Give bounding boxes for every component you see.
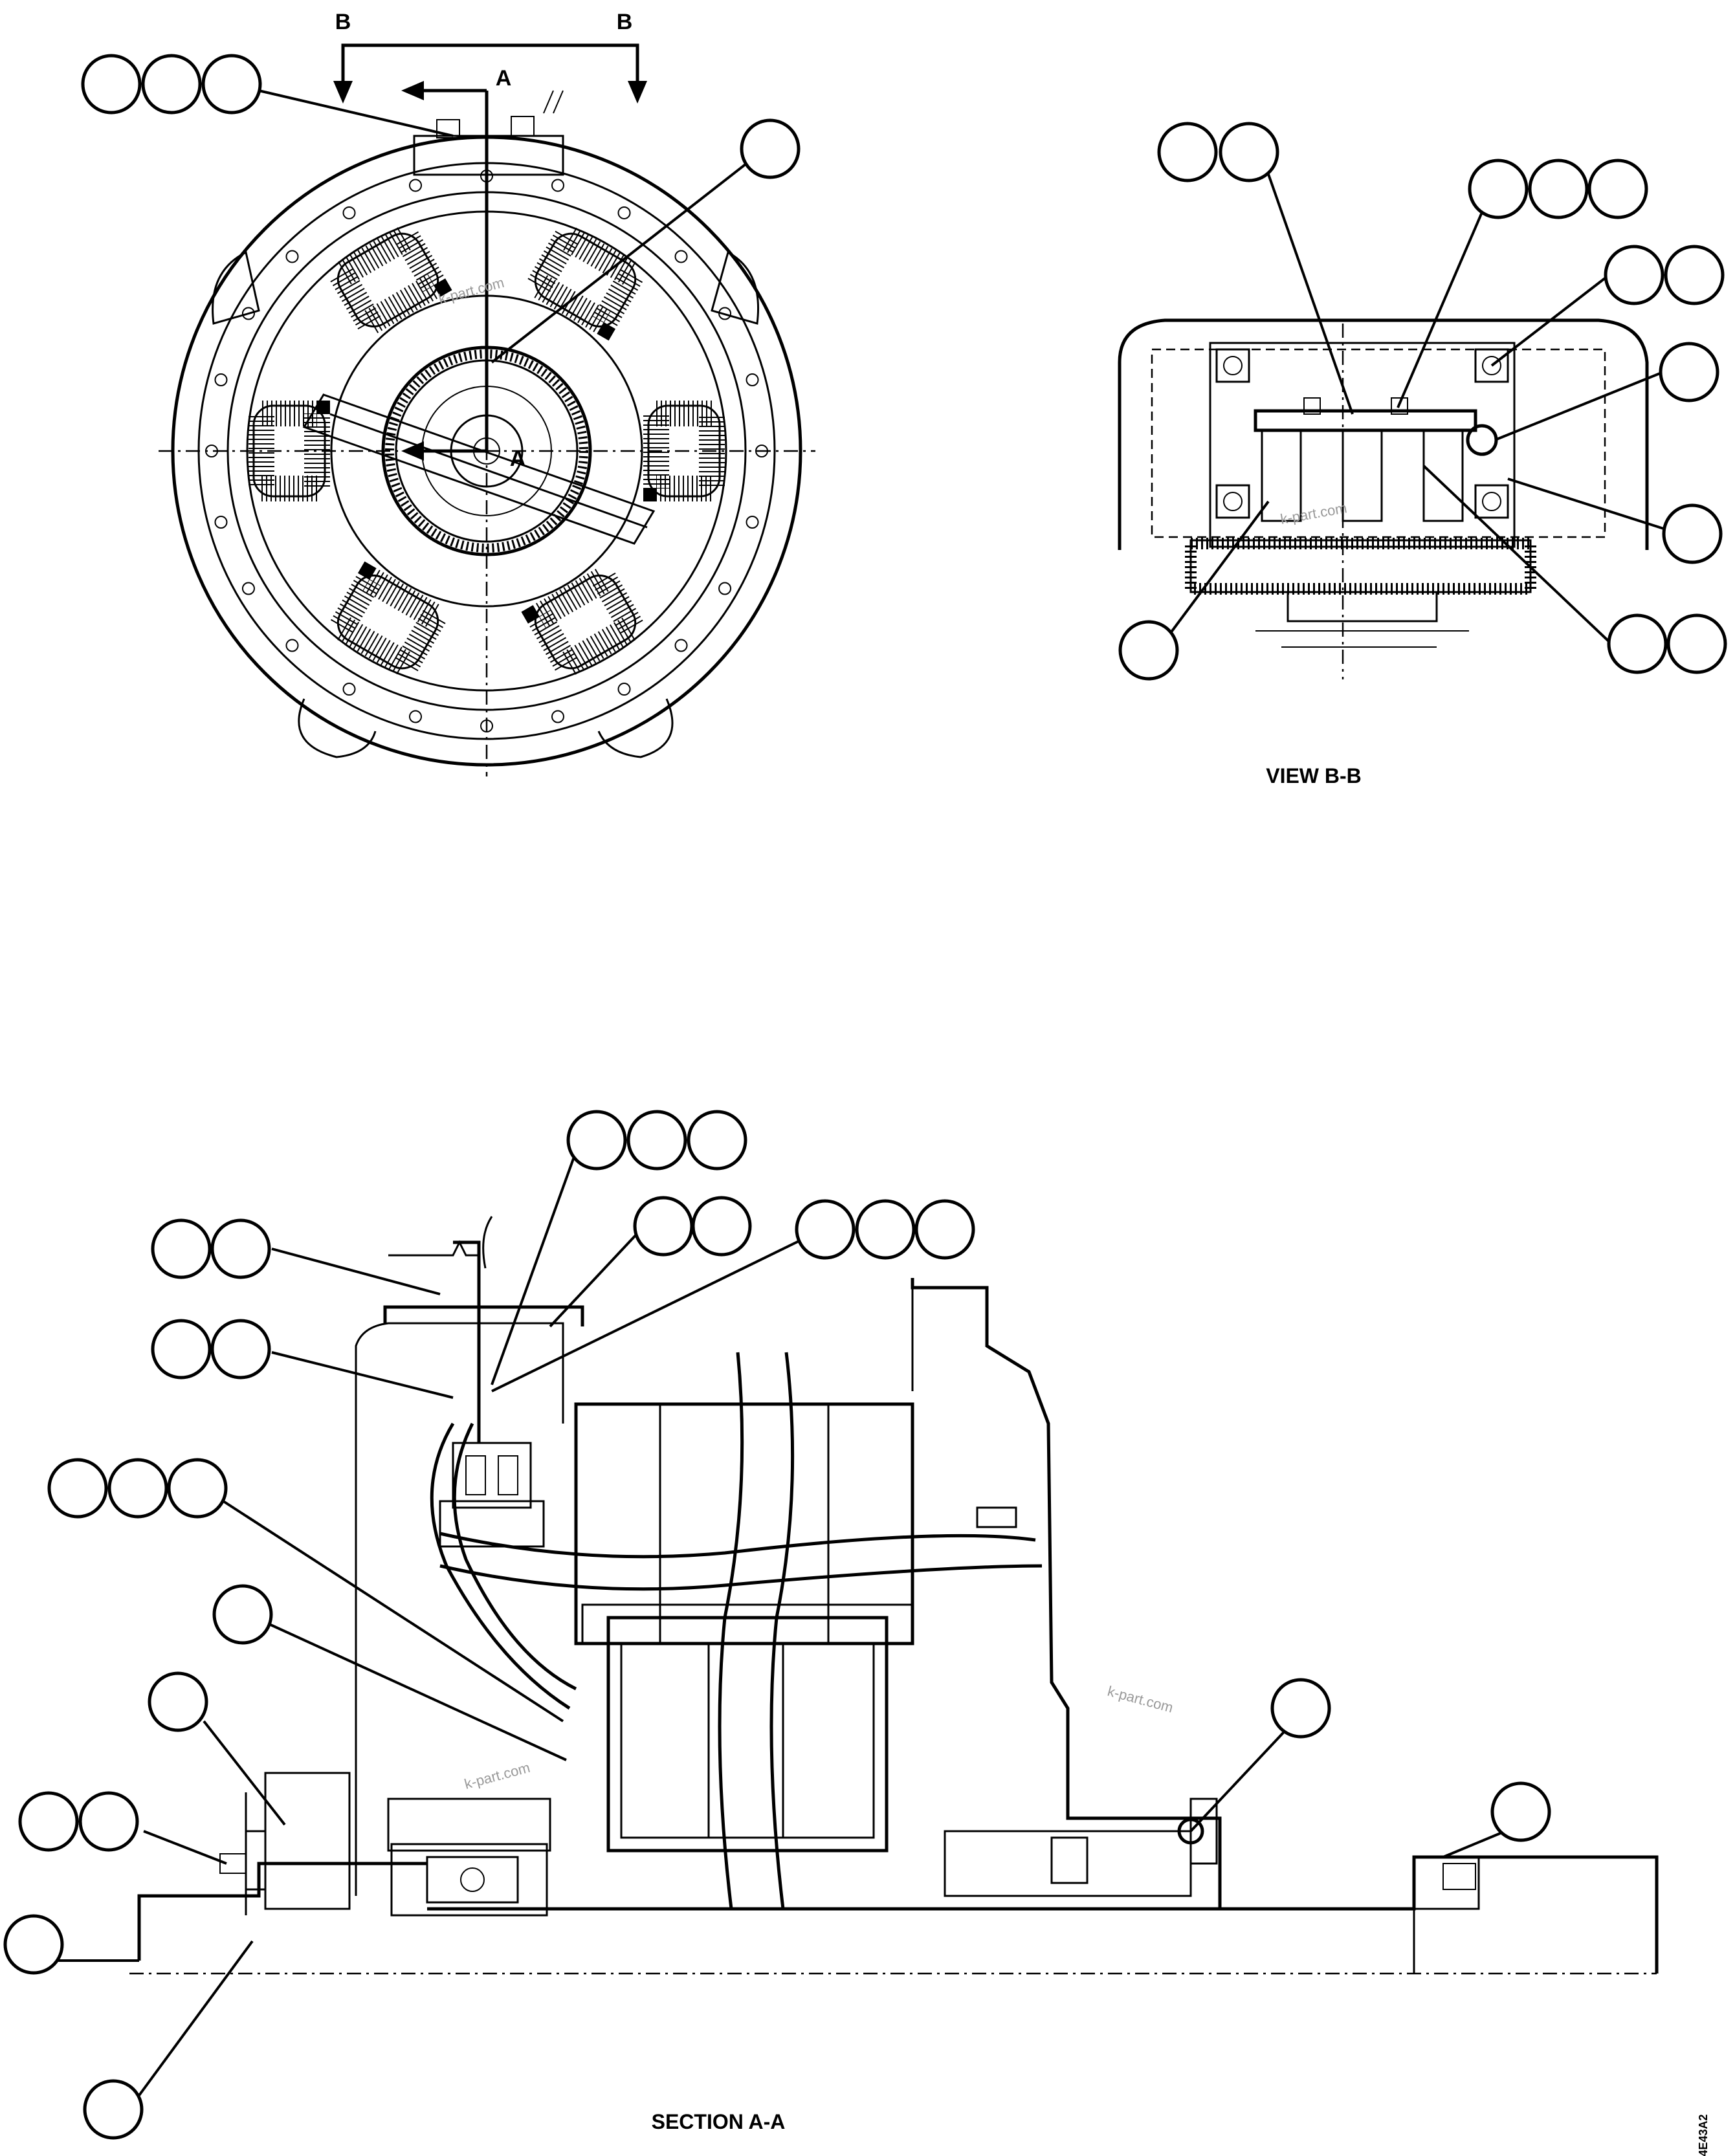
section-marker-b-right: B — [617, 10, 633, 34]
callout-bubble — [151, 1218, 212, 1279]
callout-bubble — [201, 54, 262, 115]
callout-bubble — [855, 1199, 916, 1260]
callout-bubble — [687, 1110, 747, 1171]
housing-bolt — [674, 639, 688, 652]
callout-bubble — [83, 2079, 144, 2140]
housing-bolt — [214, 515, 228, 529]
section-marker-b-left: B — [335, 10, 351, 34]
callout-bubble — [691, 1196, 752, 1257]
housing-bolt — [205, 445, 218, 457]
callout-bubble — [1528, 159, 1589, 219]
housing-bolt-ring — [205, 170, 768, 732]
winding-coil — [249, 401, 330, 501]
section-a-a: SECTION A-A k-part.com k-part.com — [129, 1216, 1659, 2133]
callout-bubble — [1607, 613, 1668, 674]
housing-bolt — [241, 582, 255, 595]
housing-bolt — [746, 373, 759, 387]
section-marker-a-top: A — [496, 66, 512, 91]
winding-coil — [521, 561, 650, 683]
housing-bolt — [674, 250, 688, 263]
callout-bubble — [633, 1196, 694, 1257]
callout-bubble — [1118, 620, 1179, 681]
housing-bolt — [409, 710, 423, 723]
view-b-caption: VIEW B-B — [1266, 764, 1362, 787]
housing-bolt — [480, 720, 493, 732]
callout-bubble — [148, 1671, 208, 1732]
housing-bolt — [746, 515, 759, 529]
housing-bolt — [718, 582, 732, 595]
housing-bolt — [214, 373, 228, 387]
callout-leaders — [58, 89, 1670, 2101]
watermark: k-part.com — [1106, 1683, 1175, 1716]
callout-bubble — [167, 1458, 228, 1519]
callout-bubble — [210, 1319, 271, 1380]
callout-bubble — [1666, 613, 1727, 674]
section-marker-a-center: A — [510, 446, 526, 471]
housing-bolt — [551, 710, 564, 723]
housing-bolt — [551, 179, 564, 192]
watermark: k-part.com — [1279, 500, 1349, 527]
winding-coil — [324, 219, 452, 341]
callout-bubble — [210, 1218, 271, 1279]
housing-bolt — [342, 683, 356, 696]
housing-bolt — [342, 206, 356, 219]
view-b-b: VIEW B-B k-part.com — [1118, 318, 1649, 787]
callout-bubble — [1587, 159, 1648, 219]
callout-bubble — [151, 1319, 212, 1380]
callout-bubble — [141, 54, 202, 115]
winding-coil — [521, 219, 650, 341]
drawing-number: 4E43A2 — [1697, 2114, 1710, 2156]
callout-bubbles — [3, 54, 1727, 2140]
front-view: B B A A k-part.com — [159, 10, 815, 776]
section-a-caption: SECTION A-A — [652, 2110, 786, 2133]
callout-bubble — [740, 118, 801, 179]
callout-bubble — [47, 1458, 108, 1519]
callout-bubble — [1490, 1781, 1551, 1842]
callout-bubble — [18, 1791, 79, 1852]
housing-bolt — [409, 179, 423, 192]
watermark: k-part.com — [463, 1759, 532, 1792]
housing-bolt — [617, 206, 631, 219]
callout-bubble — [914, 1199, 975, 1260]
watermark: k-part.com — [437, 274, 506, 307]
housing-bolt — [617, 683, 631, 696]
callout-bubble — [1659, 342, 1719, 402]
callout-bubble — [566, 1110, 627, 1171]
callout-bubble — [212, 1584, 273, 1645]
winding-coil — [643, 401, 725, 501]
callout-bubble — [107, 1458, 168, 1519]
housing-bolt — [718, 307, 732, 320]
stator-windings — [249, 219, 725, 683]
callout-bubble — [795, 1199, 856, 1260]
callout-bubble — [1468, 159, 1529, 219]
callout-bubble — [626, 1110, 687, 1171]
callout-bubble — [1219, 122, 1279, 182]
callout-bubble — [78, 1791, 139, 1852]
callout-bubble — [1664, 245, 1725, 305]
callout-bubble — [1604, 245, 1664, 305]
callout-bubble — [1662, 503, 1723, 564]
housing-bolt — [755, 445, 768, 457]
housing-bolt — [241, 307, 255, 320]
callout-bubble — [3, 1914, 64, 1975]
callout-bubble — [1157, 122, 1218, 182]
winding-coil — [324, 561, 452, 683]
housing-bolt — [285, 639, 299, 652]
callout-bubble — [81, 54, 142, 115]
housing-bolt — [285, 250, 299, 263]
callout-bubble — [1270, 1678, 1331, 1739]
